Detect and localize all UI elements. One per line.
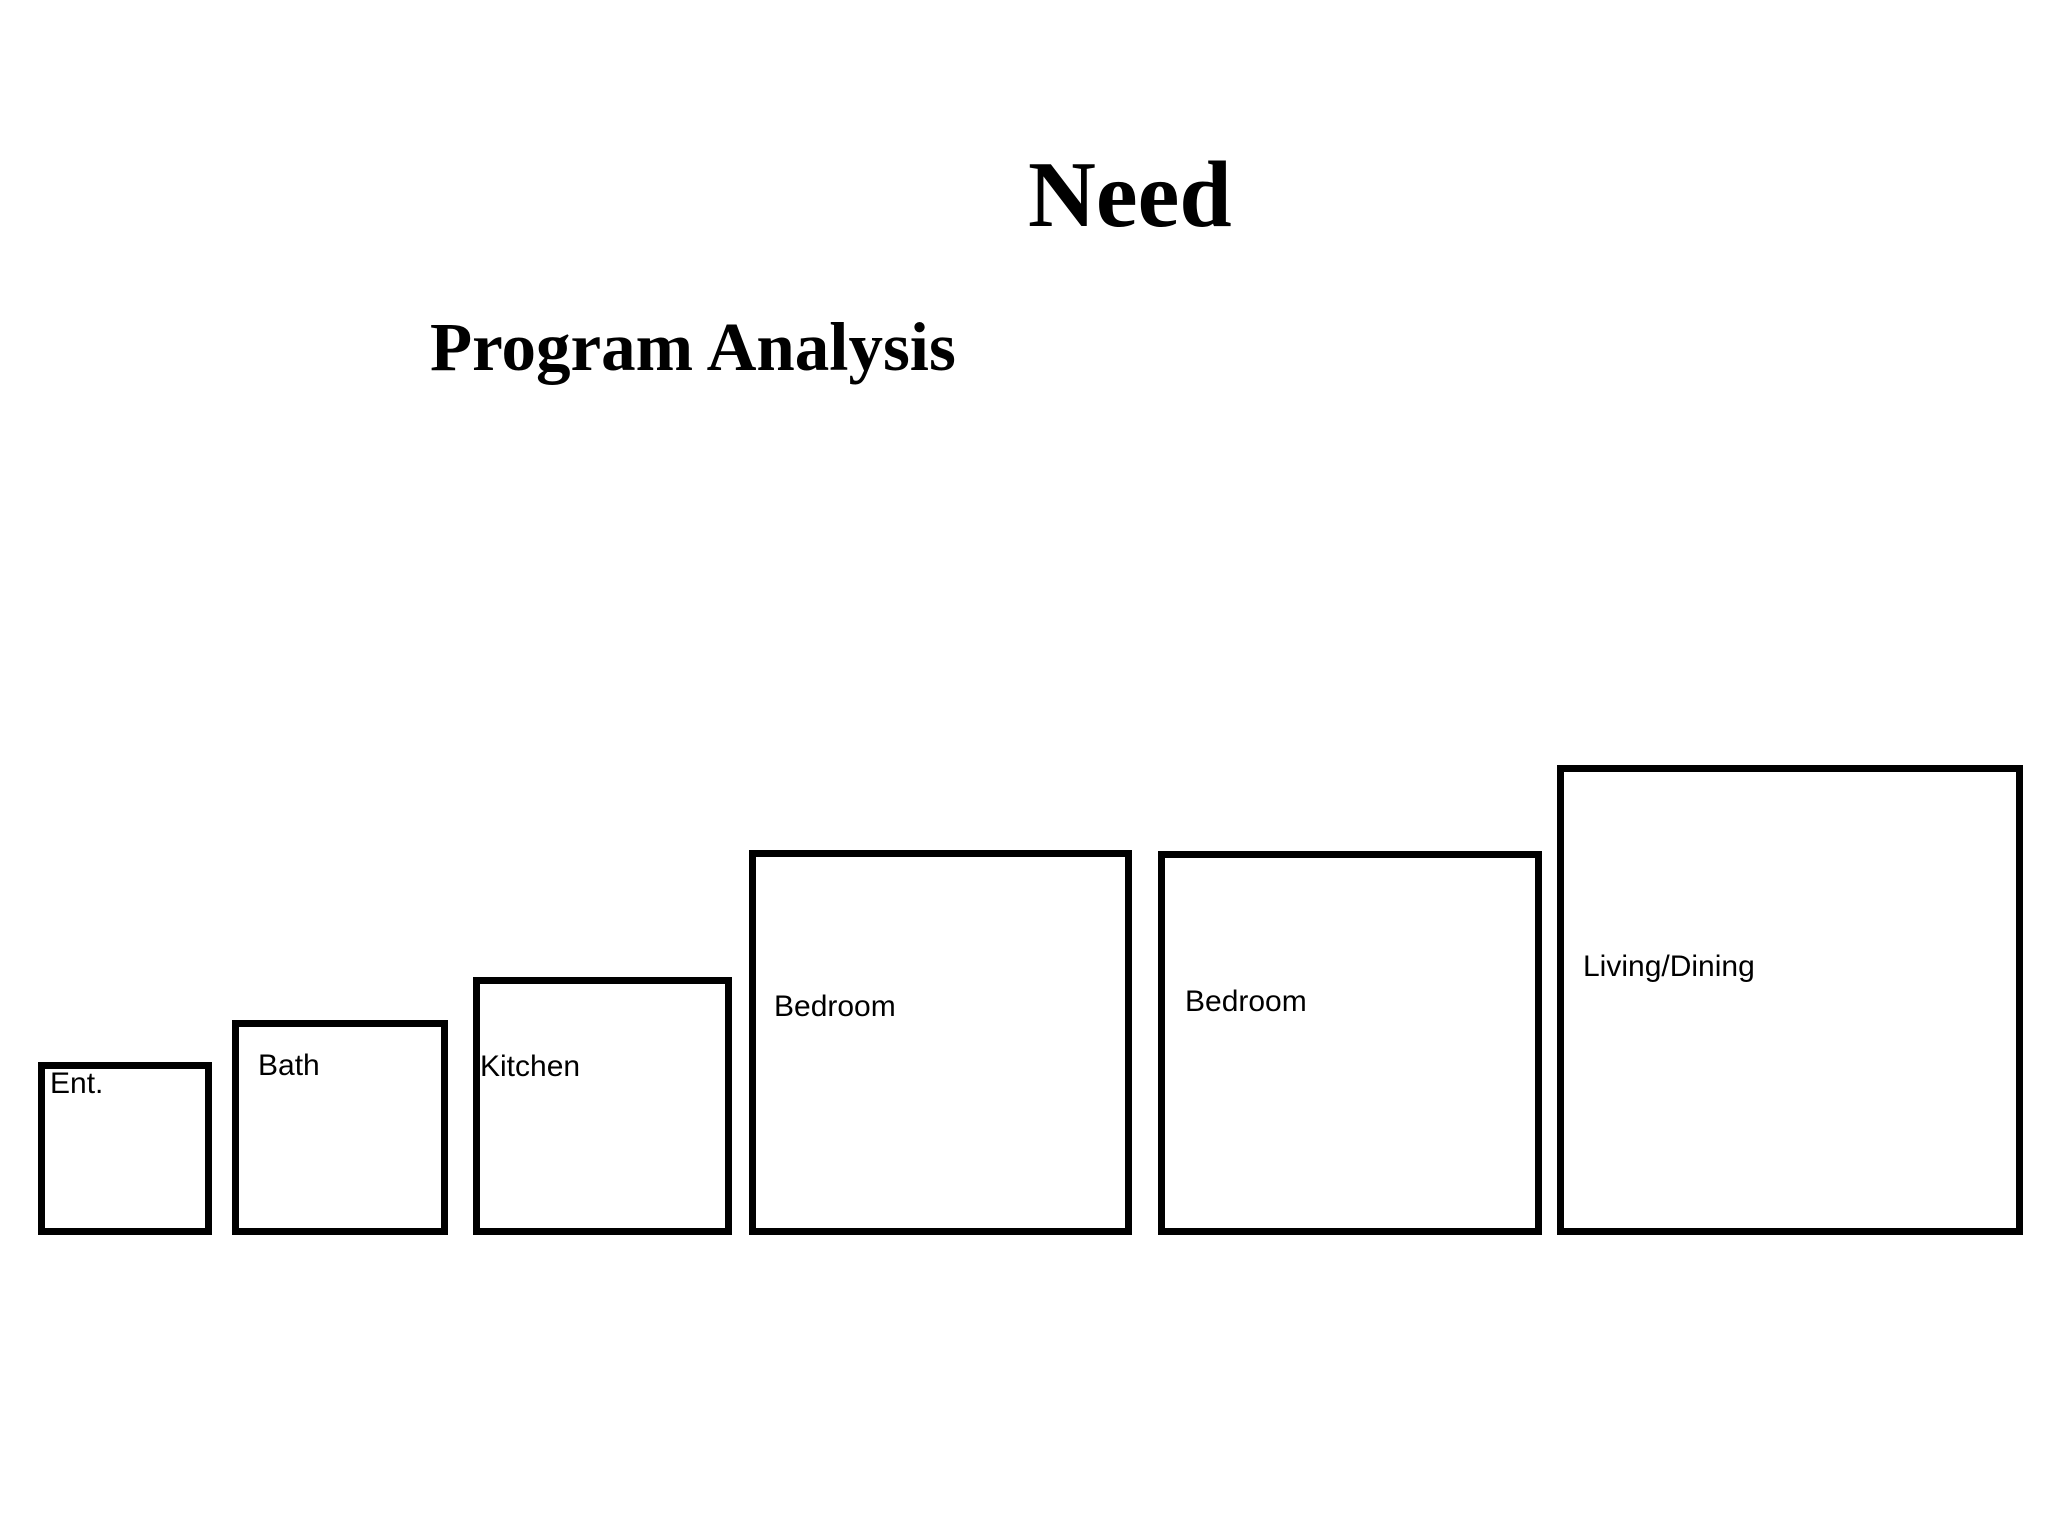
room-box-entry: Ent.	[38, 1062, 212, 1235]
room-label-living-dining: Living/Dining	[1583, 950, 1755, 983]
room-label-bath: Bath	[258, 1049, 320, 1082]
room-box-kitchen: Kitchen	[473, 977, 732, 1235]
room-box-living-dining: Living/Dining	[1557, 765, 2023, 1235]
slide-title: Need	[1028, 143, 1232, 247]
room-label-kitchen: Kitchen	[480, 1050, 581, 1083]
room-box-bedroom-1: Bedroom	[749, 850, 1132, 1235]
room-label-bedroom-2: Bedroom	[1185, 985, 1307, 1018]
room-box-bedroom-2: Bedroom	[1158, 851, 1542, 1235]
slide-subtitle: Program Analysis	[430, 309, 956, 385]
room-box-bath: Bath	[232, 1020, 448, 1235]
room-label-bedroom-1: Bedroom	[774, 990, 896, 1023]
room-label-entry: Ent.	[50, 1067, 104, 1100]
